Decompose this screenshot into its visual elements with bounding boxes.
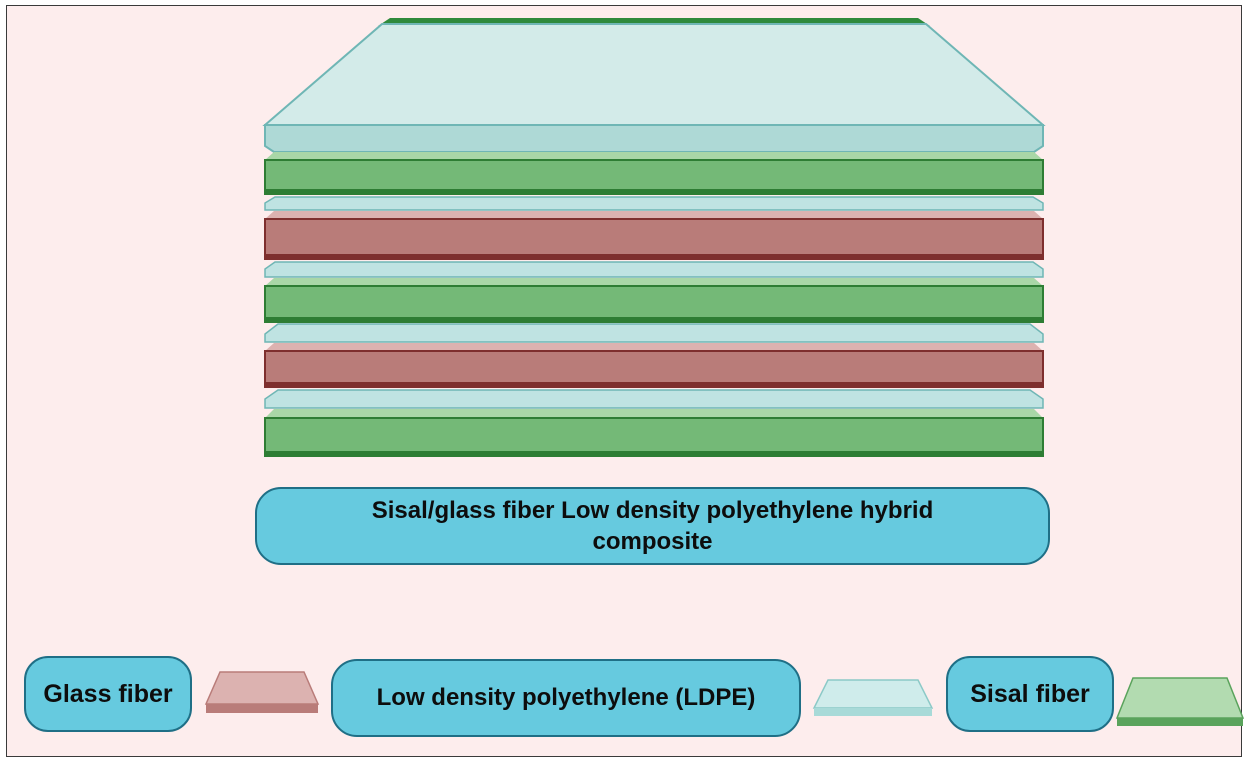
layer-ldpe-2 [264, 261, 1044, 278]
legend-glass-fiber-label: Glass fiber [24, 656, 192, 732]
layer-ldpe-top-sheet [262, 18, 1046, 153]
layer-glass-fiber-1 [264, 211, 1044, 260]
layer-ldpe-4 [264, 389, 1044, 409]
legend-ldpe-label: Low density polyethylene (LDPE) [331, 659, 801, 737]
layer-glass-fiber-2 [264, 343, 1044, 388]
legend-sisal-fiber-label: Sisal fiber [946, 656, 1114, 732]
legend-ldpe-swatch [812, 679, 934, 716]
layer-sisal-fiber-2 [264, 278, 1044, 323]
layer-ldpe-1 [264, 196, 1044, 211]
layer-ldpe-3 [264, 323, 1044, 343]
layer-sisal-fiber-1 [264, 152, 1044, 195]
legend-sisal-fiber-swatch [1115, 677, 1245, 726]
layer-sisal-fiber-3 [264, 409, 1044, 457]
legend-glass-fiber-swatch [204, 671, 320, 713]
composite-title-label: Sisal/glass fiber Low density polyethyle… [255, 487, 1050, 565]
